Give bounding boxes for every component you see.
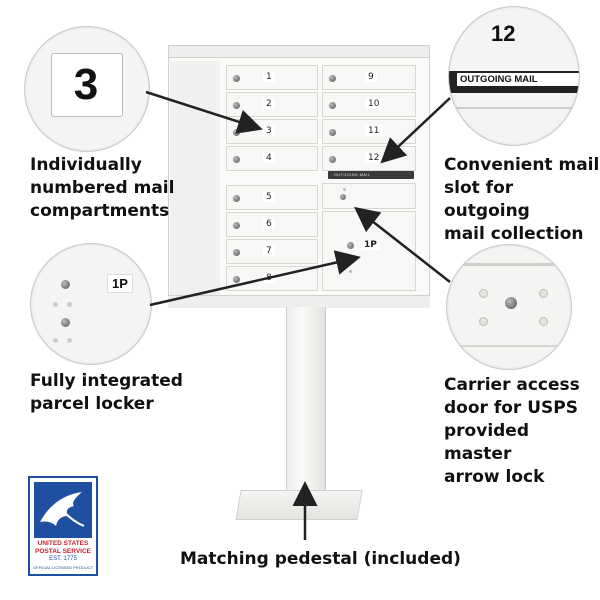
usps-text-line2: POSTAL SERVICE [35, 548, 91, 555]
door-number: 9 [365, 72, 377, 82]
rivet-dot [479, 289, 488, 298]
rivet-dot [539, 317, 548, 326]
usps-text-line4: OFFICIAL LICENSED PRODUCT [33, 565, 93, 570]
rivet-dot [67, 302, 72, 307]
caption-parcel: Fully integrated parcel locker [30, 370, 183, 416]
door-lock [233, 222, 240, 229]
door-7[interactable]: 7 [226, 239, 318, 264]
parcel-lock [347, 242, 354, 249]
zoom-door-number-12: 12 [491, 21, 516, 46]
door-number: 3 [263, 126, 275, 136]
caption-pedestal: Matching pedestal (included) [180, 549, 461, 569]
caption-outgoing: Convenient mail slot for outgoing mail c… [444, 154, 600, 246]
carrier-access-door[interactable] [322, 183, 416, 209]
pedestal-post [286, 307, 326, 493]
door-number: 1 [263, 72, 275, 82]
usps-licensed-logo: UNITED STATES POSTAL SERVICE EST. 1775 O… [28, 476, 98, 576]
caption-line: door for USPS [444, 398, 578, 418]
zoom-door-edge [449, 107, 579, 109]
caption-line: mail collection [444, 224, 584, 244]
door-4[interactable]: 4 [226, 146, 318, 171]
usps-eagle-panel [34, 482, 92, 538]
door-lock [233, 156, 240, 163]
arrow-numbered [145, 90, 263, 134]
zoom-circle-carrier-door [446, 244, 572, 370]
outgoing-slot-label: OUTGOING MAIL [334, 172, 371, 177]
usps-text-line3: EST. 1775 [49, 556, 77, 562]
door-lock [329, 129, 336, 136]
caption-line: compartments [30, 201, 170, 221]
arrow-carrier [354, 206, 451, 283]
zoom-door-number: 3 [73, 60, 99, 109]
caption-line: parcel locker [30, 394, 154, 414]
caption-line: numbered mail [30, 178, 175, 198]
rivet-dot [343, 188, 346, 191]
caption-line: Individually [30, 155, 142, 175]
door-number: 5 [263, 192, 275, 202]
zoom-door-bottom-edge [447, 345, 571, 347]
master-arrow-lock [340, 194, 346, 200]
door-number: 10 [365, 99, 383, 109]
door-lock [329, 156, 336, 163]
caption-line: Convenient mail [444, 155, 600, 175]
rivet-dot [53, 338, 58, 343]
caption-line: slot for outgoing [444, 178, 530, 221]
door-lock [329, 102, 336, 109]
rivet-dot [479, 317, 488, 326]
door-number: 6 [263, 219, 275, 229]
caption-line: provided master [444, 421, 530, 464]
zoom-parcel-label: 1P [107, 274, 133, 293]
outgoing-mail-slot[interactable]: OUTGOING MAIL [328, 171, 414, 179]
caption-line: arrow lock [444, 467, 545, 487]
zoom-parcel-lock [61, 280, 70, 289]
door-lock [233, 75, 240, 82]
door-9[interactable]: 9 [322, 65, 416, 90]
door-lock [233, 276, 240, 283]
mailbox-bottom-rail [168, 295, 430, 308]
door-number: 4 [263, 153, 275, 163]
door-lock [233, 195, 240, 202]
zoom-outgoing-label: OUTGOING MAIL [457, 73, 579, 86]
usps-text-line1: UNITED STATES [37, 540, 89, 547]
door-lock [233, 102, 240, 109]
caption-carrier: Carrier access door for USPS provided ma… [444, 374, 600, 489]
door-number: 11 [365, 126, 383, 136]
zoom-circle-numbered-door: 3 [24, 26, 150, 152]
door-10[interactable]: 10 [322, 92, 416, 117]
rivet-dot [67, 338, 72, 343]
door-number: 12 [365, 153, 383, 163]
rivet-dot [53, 302, 58, 307]
arrow-outgoing [380, 97, 451, 164]
door-lock [233, 249, 240, 256]
zoom-circle-parcel-locker: 1P [30, 243, 152, 365]
zoom-secondary-lock [61, 318, 70, 327]
door-6[interactable]: 6 [226, 212, 318, 237]
caption-numbered: Individually numbered mail compartments [30, 154, 174, 223]
zoom-circle-outgoing-mail: 12 OUTGOING MAIL [448, 6, 580, 146]
door-5[interactable]: 5 [226, 185, 318, 210]
zoom-door-top-edge [447, 263, 571, 266]
caption-line: Carrier access [444, 375, 580, 395]
door-number: 2 [263, 99, 275, 109]
rivet-dot [539, 289, 548, 298]
zoom-number-plate [51, 53, 123, 117]
caption-line: Fully integrated [30, 371, 183, 391]
door-lock [329, 75, 336, 82]
zoom-arrow-lock [505, 297, 517, 309]
parcel-label: 1P [361, 240, 380, 250]
door-1[interactable]: 1 [226, 65, 318, 90]
arrow-parcel [149, 250, 361, 307]
door-number: 7 [263, 246, 275, 256]
mailbox-unit: 1 2 3 4 5 6 7 8 9 10 11 12 [168, 45, 430, 308]
eagle-icon [40, 492, 85, 527]
